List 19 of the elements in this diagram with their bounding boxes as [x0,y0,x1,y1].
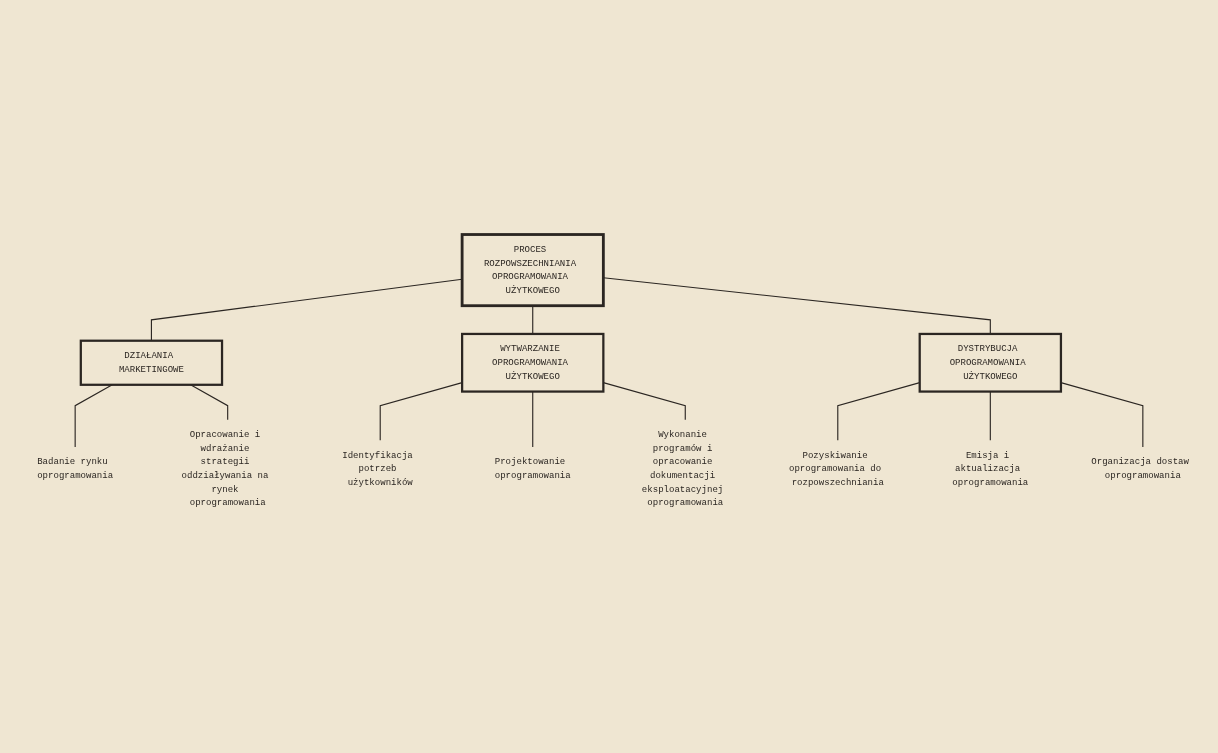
connector [532,391,534,448]
connector [989,391,991,441]
connector [190,384,229,421]
node-text: Projektowanie oprogramowania [494,457,571,482]
node-text: Pozyskiwanie oprogramowania do rozpowszechniania [788,450,884,488]
node-text: Badanie rynku oprogramowania [37,457,114,482]
node-box: WYTWARZANIE OPROGRAMOWANIA UŻYTKOWEGO [461,333,605,393]
node-text: Opracowanie i wdrażanie strategii oddziaływania na rynek oprogramowania [181,430,269,509]
connector [532,305,534,335]
node-box: DYSTRYBUCJA OPROGRAMOWANIA UŻYTKOWEGO [918,333,1063,393]
node-text: Identyfikacja potrzeb użytkowników [342,450,413,488]
node-text: Emisja i aktualizacja oprogramowania [952,450,1029,488]
node-text: Organizacja dostaw oprogramowania [1091,457,1189,482]
connector [1060,382,1144,448]
connector [74,384,113,448]
connector [379,382,463,441]
node-text: Wykonanie programów i opracowanie dokumentacji eksploatacyjnej oprogramowania [641,430,724,509]
node-box: DZIAŁANIA MARKETINGOWE [79,339,224,387]
node-box: PROCES ROZPOWSZECHNIANIA OPROGRAMOWANIA UŻYTKOWEGO [460,233,605,308]
